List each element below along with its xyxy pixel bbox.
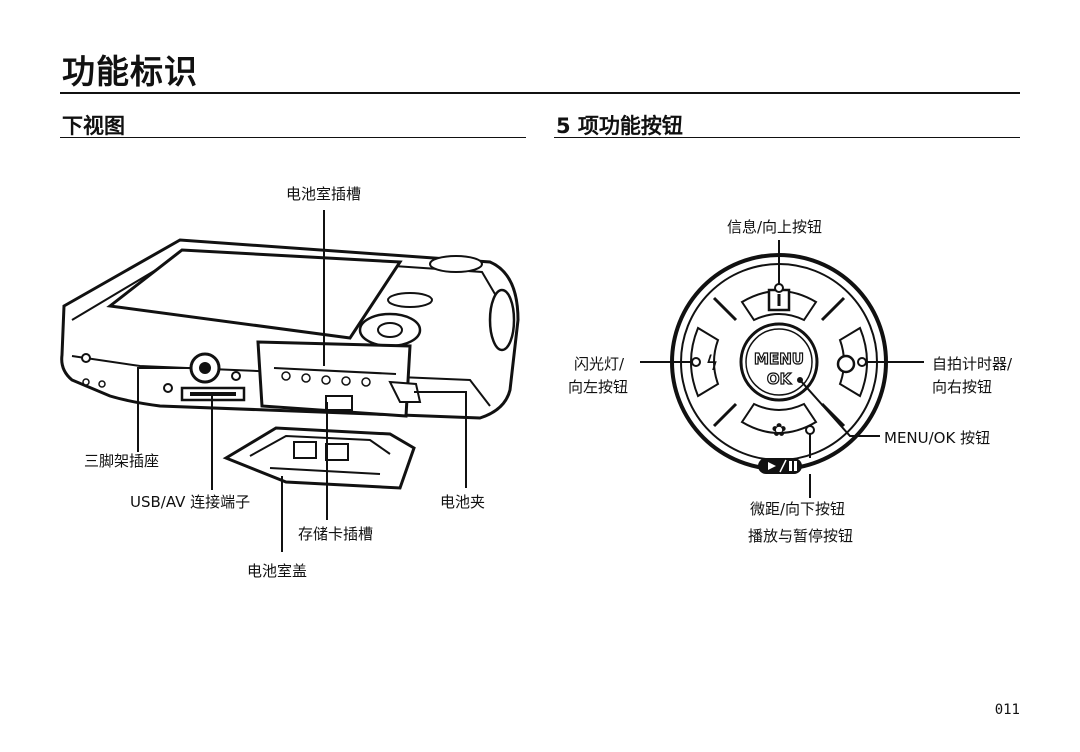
control-pad-illustration: ✿ ϟ MENU OK [640,240,924,498]
ok-button-text: OK [767,370,793,388]
menu-ok-label: MENU/OK 按钮 [884,429,991,447]
macro-icon: ✿ [771,420,786,441]
flash-left-label-line1: 闪光灯/ [574,355,625,373]
battery-clip-label: 电池夹 [440,493,486,511]
battery-slot-label: 电池室插槽 [286,185,362,203]
play-icon [768,462,776,470]
tripod-socket-label: 三脚架插座 [84,452,160,470]
pause-icon [789,461,792,471]
camera-bottom-illustration [60,210,520,552]
bottom-view-heading: 下视图 [62,114,125,138]
self-timer-icon [836,354,856,374]
page-title: 功能标识 [62,52,198,91]
left-heading-rule [60,137,526,138]
info-up-label: 信息/向上按钮 [727,218,823,236]
flash-left-label-line2: 向左按钮 [568,378,629,396]
title-rule [60,92,1020,94]
menu-button-text: MENU [754,350,804,368]
page-number: 011 [994,702,1020,718]
macro-down-label: 微距/向下按钮 [750,500,846,518]
play-pause-label: 播放与暂停按钮 [748,527,854,545]
five-function-heading: 5 项功能按钮 [556,114,683,138]
battery-cover-label: 电池室盖 [247,562,308,580]
right-heading-rule [554,137,1020,138]
timer-right-label-line2: 向右按钮 [932,378,993,396]
card-slot-label: 存储卡插槽 [298,525,374,543]
flash-icon: ϟ [705,351,718,375]
timer-right-label-line1: 自拍计时器/ [932,355,1013,373]
usb-av-port-label: USB/AV 连接端子 [130,493,251,511]
